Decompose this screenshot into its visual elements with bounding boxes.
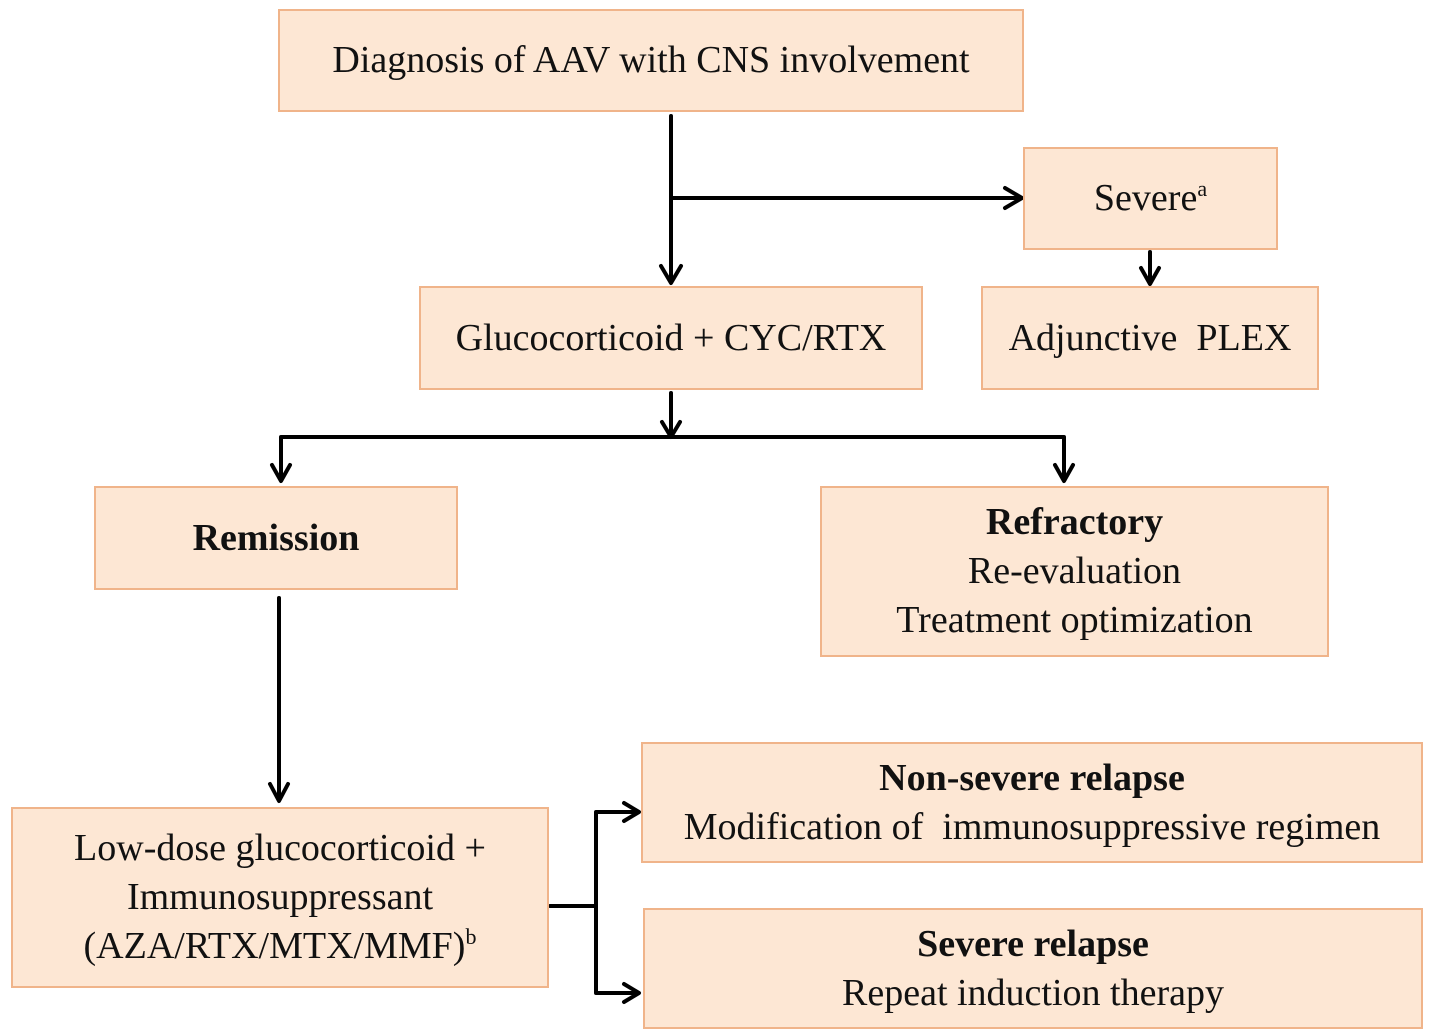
severe-relapse-box: Severe relapse Repeat induction therapy	[643, 908, 1423, 1029]
severe-relapse-title: Severe relapse	[917, 922, 1149, 965]
plex-box: Adjunctive PLEX	[981, 286, 1319, 390]
refractory-box: Refractory Re-evaluation Treatment optim…	[820, 486, 1329, 657]
arrowhead-severe-relapse	[622, 982, 641, 1004]
severe-relapse-body: Repeat induction therapy	[842, 971, 1224, 1014]
arrowhead-refractory	[1053, 463, 1075, 483]
plex-label: Adjunctive PLEX	[1008, 316, 1292, 359]
arrowhead-plex	[1139, 266, 1161, 286]
severe-footnote-mark: a	[1197, 176, 1208, 201]
refractory-line-2: Treatment optimization	[896, 599, 1253, 641]
diagnosis-label: Diagnosis of AAV with CNS involvement	[332, 39, 970, 81]
arrowhead-induction	[659, 264, 683, 285]
arrowhead-nonsevere-relapse	[622, 801, 641, 823]
maintenance-line-3: (AZA/RTX/MTX/MMF)b	[83, 924, 477, 967]
remission-box: Remission	[94, 486, 458, 590]
refractory-title: Refractory	[985, 501, 1164, 543]
nonsevere-relapse-box: Non-severe relapse Modification of immun…	[641, 742, 1423, 863]
induction-label: Glucocorticoid + CYC/RTX	[455, 316, 887, 359]
induction-box: Glucocorticoid + CYC/RTX	[419, 286, 923, 390]
maintenance-footnote-mark: b	[465, 924, 477, 949]
severe-label: Severea	[1093, 176, 1208, 219]
nonsevere-relapse-body: Modification of immunosuppressive regime…	[683, 805, 1381, 848]
arrowhead-remission	[270, 463, 292, 483]
connector-relapse-split	[594, 810, 640, 995]
refractory-line-1: Re-evaluation	[967, 550, 1182, 592]
connector-split	[279, 435, 1066, 482]
remission-label: Remission	[192, 516, 360, 559]
maintenance-line-2: Immunosuppressant	[126, 876, 434, 918]
severe-box: Severea	[1023, 147, 1278, 250]
arrowhead-maintenance	[268, 782, 290, 803]
nonsevere-relapse-title: Non-severe relapse	[879, 756, 1185, 799]
maintenance-line-1: Low-dose glucocorticoid +	[74, 827, 486, 869]
arrowhead-severe	[1003, 186, 1024, 210]
diagnosis-box: Diagnosis of AAV with CNS involvement	[278, 9, 1024, 112]
maintenance-box: Low-dose glucocorticoid + Immunosuppress…	[11, 807, 549, 988]
